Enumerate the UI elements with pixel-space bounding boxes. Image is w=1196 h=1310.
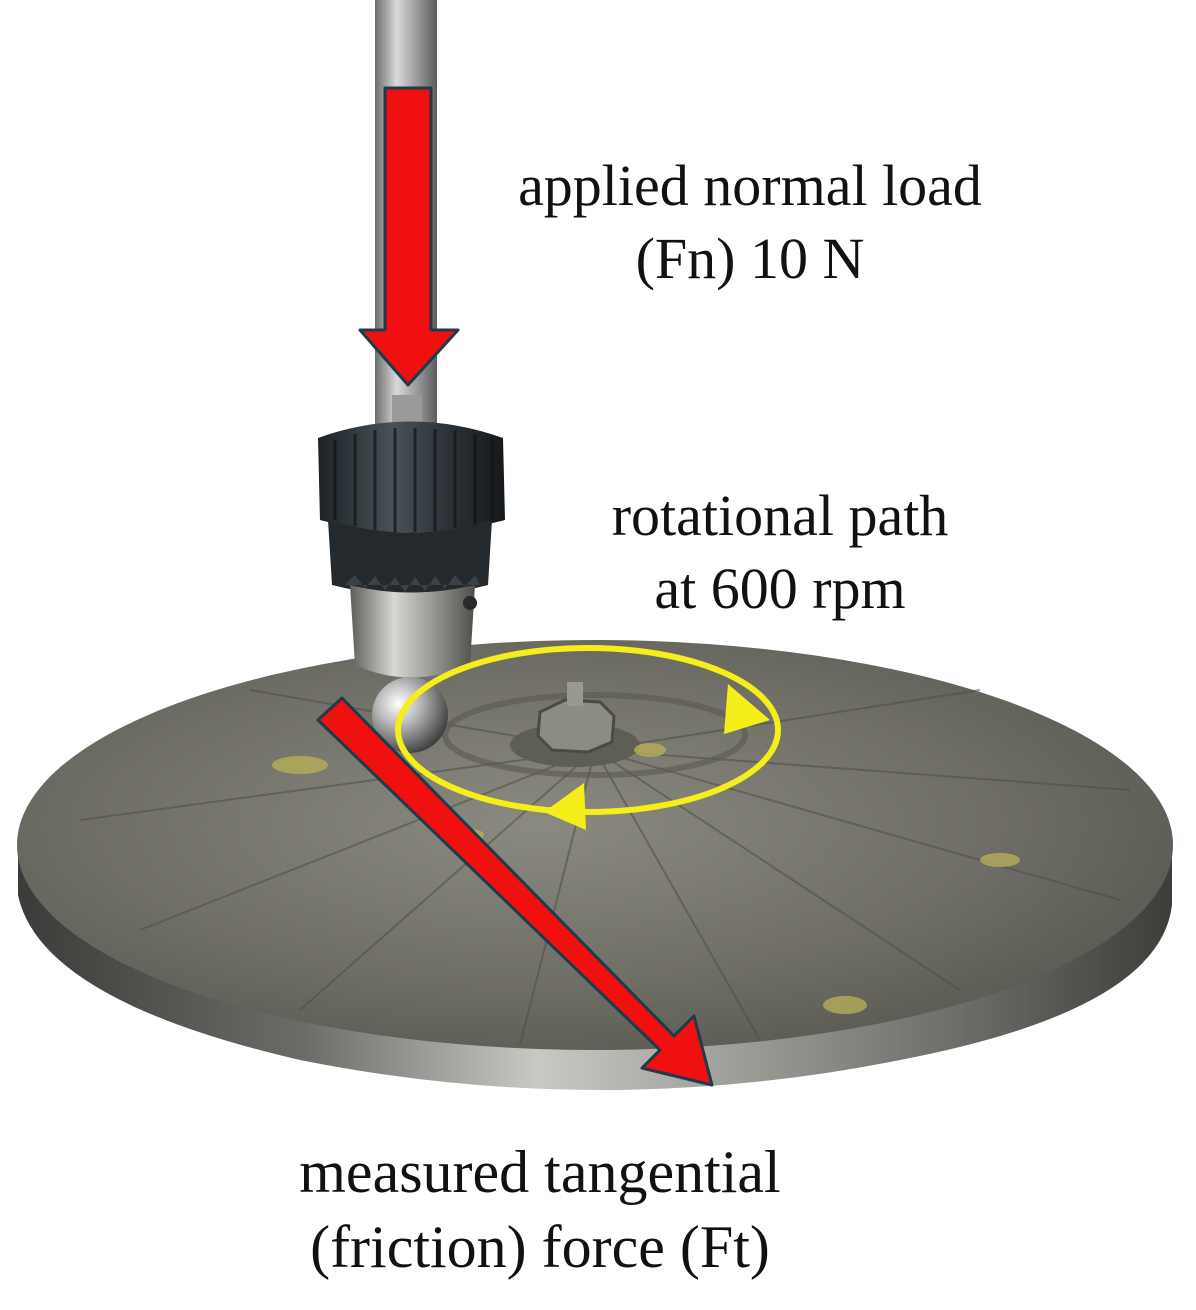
normal-load-line-1: applied normal load	[518, 153, 982, 218]
drill-chuck	[318, 421, 505, 678]
steel-disc	[17, 640, 1173, 1090]
test-ball	[372, 677, 448, 753]
tangential-line-2: (friction) force (Ft)	[310, 1214, 770, 1280]
center-nut	[510, 682, 640, 767]
tangential-force-label: measured tangential (friction) force (Ft…	[160, 1135, 920, 1285]
chuck-teeth	[345, 575, 480, 592]
normal-load-label: applied normal load (Fn) 10 N	[440, 150, 1060, 295]
rotation-line-1: rotational path	[611, 483, 949, 548]
tangential-line-1: measured tangential	[299, 1139, 781, 1205]
diagonal-arrow-icon	[316, 696, 714, 1087]
normal-load-line-2: (Fn) 10 N	[635, 225, 865, 291]
rotation-label: rotational path at 600 rpm	[540, 480, 1020, 625]
rotation-line-2: at 600 rpm	[654, 555, 906, 621]
down-arrow-icon	[358, 86, 460, 387]
disc-top	[17, 640, 1173, 1050]
circular-arrow-icon	[395, 645, 781, 830]
wear-track	[442, 692, 748, 778]
